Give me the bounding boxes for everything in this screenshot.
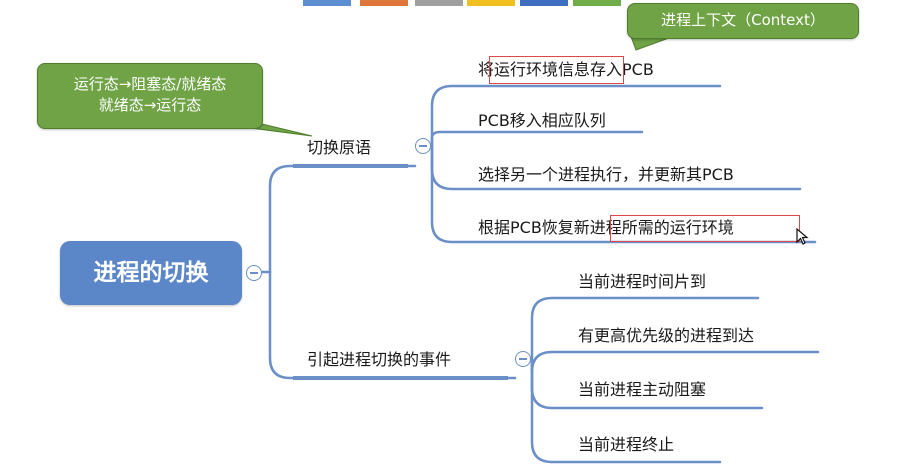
leaf-higher-priority-arrives[interactable]: 有更高优先级的进程到达 bbox=[578, 326, 755, 345]
root-collapse-toggle[interactable] bbox=[246, 265, 262, 281]
highlight-box-process-env bbox=[610, 215, 800, 242]
context-callout-text: 进程上下文（Context） bbox=[661, 11, 825, 29]
state-change-callout-line1: 运行态→阻塞态/就绪态 bbox=[73, 75, 227, 93]
highlight-box-running-env bbox=[489, 56, 624, 84]
leaf-save-env-to-pcb[interactable]: 将运行环境信息存入PCB bbox=[478, 60, 654, 79]
context-callout: 进程上下文（Context） bbox=[627, 3, 859, 39]
leaf-process-terminates[interactable]: 当前进程终止 bbox=[578, 435, 675, 454]
mouse-cursor-icon bbox=[796, 228, 809, 245]
leaf-time-slice-expired[interactable]: 当前进程时间片到 bbox=[578, 272, 707, 291]
color-swatch-blue[interactable] bbox=[303, 0, 351, 6]
leaf-process-blocks[interactable]: 当前进程主动阻塞 bbox=[578, 380, 707, 399]
branch-switch-trigger-events-collapse-toggle[interactable] bbox=[515, 351, 531, 367]
branch-switch-trigger-events[interactable]: 引起进程切换的事件 bbox=[307, 350, 452, 369]
state-change-callout: 运行态→阻塞态/就绪态 就绪态→运行态 bbox=[37, 63, 263, 129]
branch-switch-primitive[interactable]: 切换原语 bbox=[307, 138, 372, 157]
branch-switch-primitive-collapse-toggle[interactable] bbox=[415, 138, 431, 154]
color-swatch-gray[interactable] bbox=[415, 0, 463, 6]
leaf-select-another-process[interactable]: 选择另一个进程执行，并更新其PCB bbox=[478, 165, 734, 184]
leaf-restore-env-from-pcb[interactable]: 根据PCB恢复新进程所需的运行环境 bbox=[478, 218, 734, 237]
color-swatch-yellow[interactable] bbox=[467, 0, 515, 6]
color-swatch-green[interactable] bbox=[573, 0, 621, 6]
state-change-callout-line2: 就绪态→运行态 bbox=[98, 96, 202, 114]
leaf-move-pcb-to-queue[interactable]: PCB移入相应队列 bbox=[478, 111, 606, 130]
root-node[interactable]: 进程的切换 bbox=[60, 241, 242, 305]
color-swatch-orange[interactable] bbox=[360, 0, 408, 6]
color-swatch-dark-blue[interactable] bbox=[520, 0, 568, 6]
